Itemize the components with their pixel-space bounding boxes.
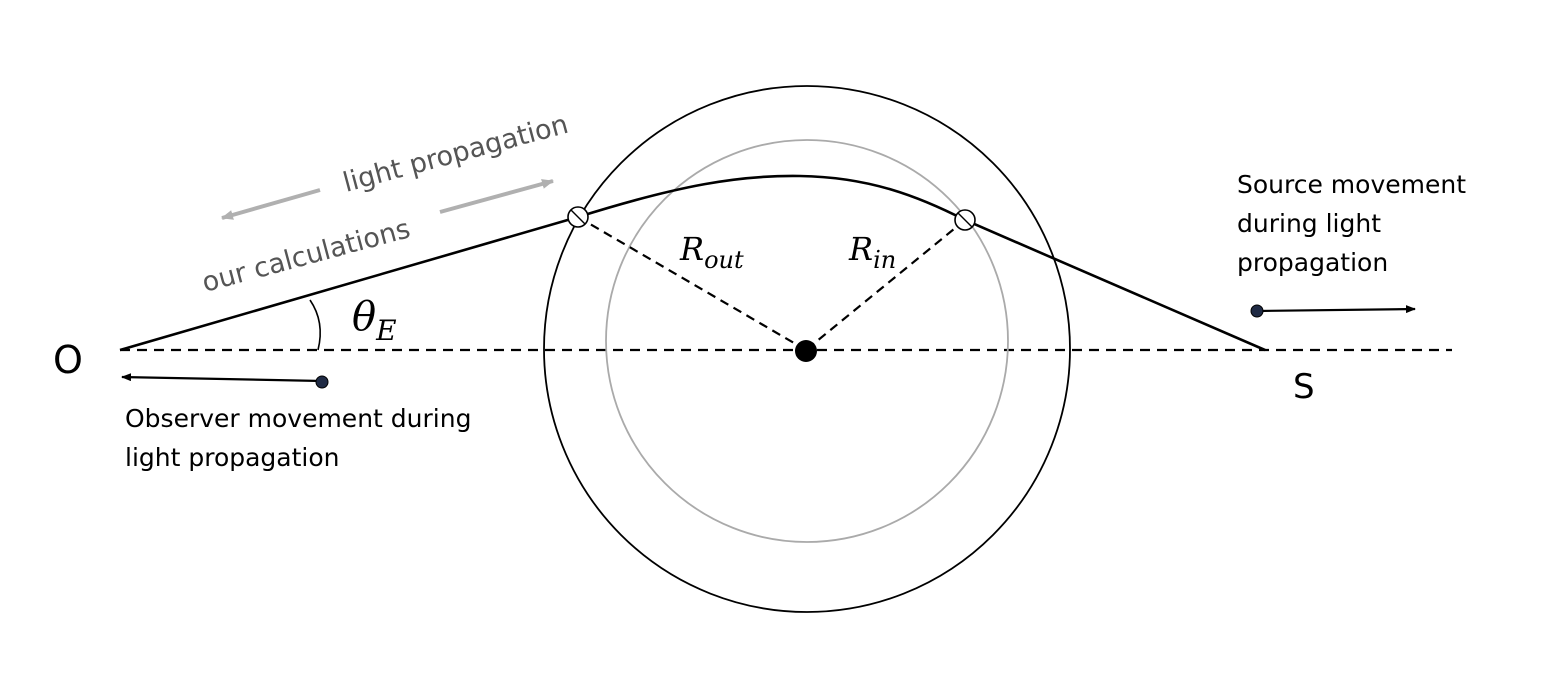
outer-circle [543,85,1071,613]
observer-movement-arrow [121,373,323,383]
source-movement-line-2: during light [1237,209,1381,238]
inner-circle [605,139,1009,543]
source-movement-arrow [1256,305,1416,314]
source-movement-line-3: propagation [1237,248,1388,277]
intersection-marker-in [954,209,976,231]
lens-center-dot [795,340,817,362]
observer-movement-line-1: Observer movement during [125,404,471,433]
radius-in-line [805,219,966,351]
light-path [119,174,1266,352]
source-movement-line-1: Source movement [1237,170,1466,199]
source-dot [1250,304,1264,318]
theta-e-label: θE [352,294,397,347]
source-label: S [1293,367,1315,407]
r-in-label: Rin [848,230,896,274]
observer-dot [315,375,329,389]
light-propagation-arrow [221,188,321,220]
calculations-arrow [439,179,554,214]
angle-arc [309,299,321,351]
our-calculations-label: our calculations [199,213,414,298]
observer-label: O [53,338,83,382]
observer-movement-line-2: light propagation [125,443,340,472]
intersection-marker-out [567,206,589,228]
r-out-label: Rout [679,230,744,274]
